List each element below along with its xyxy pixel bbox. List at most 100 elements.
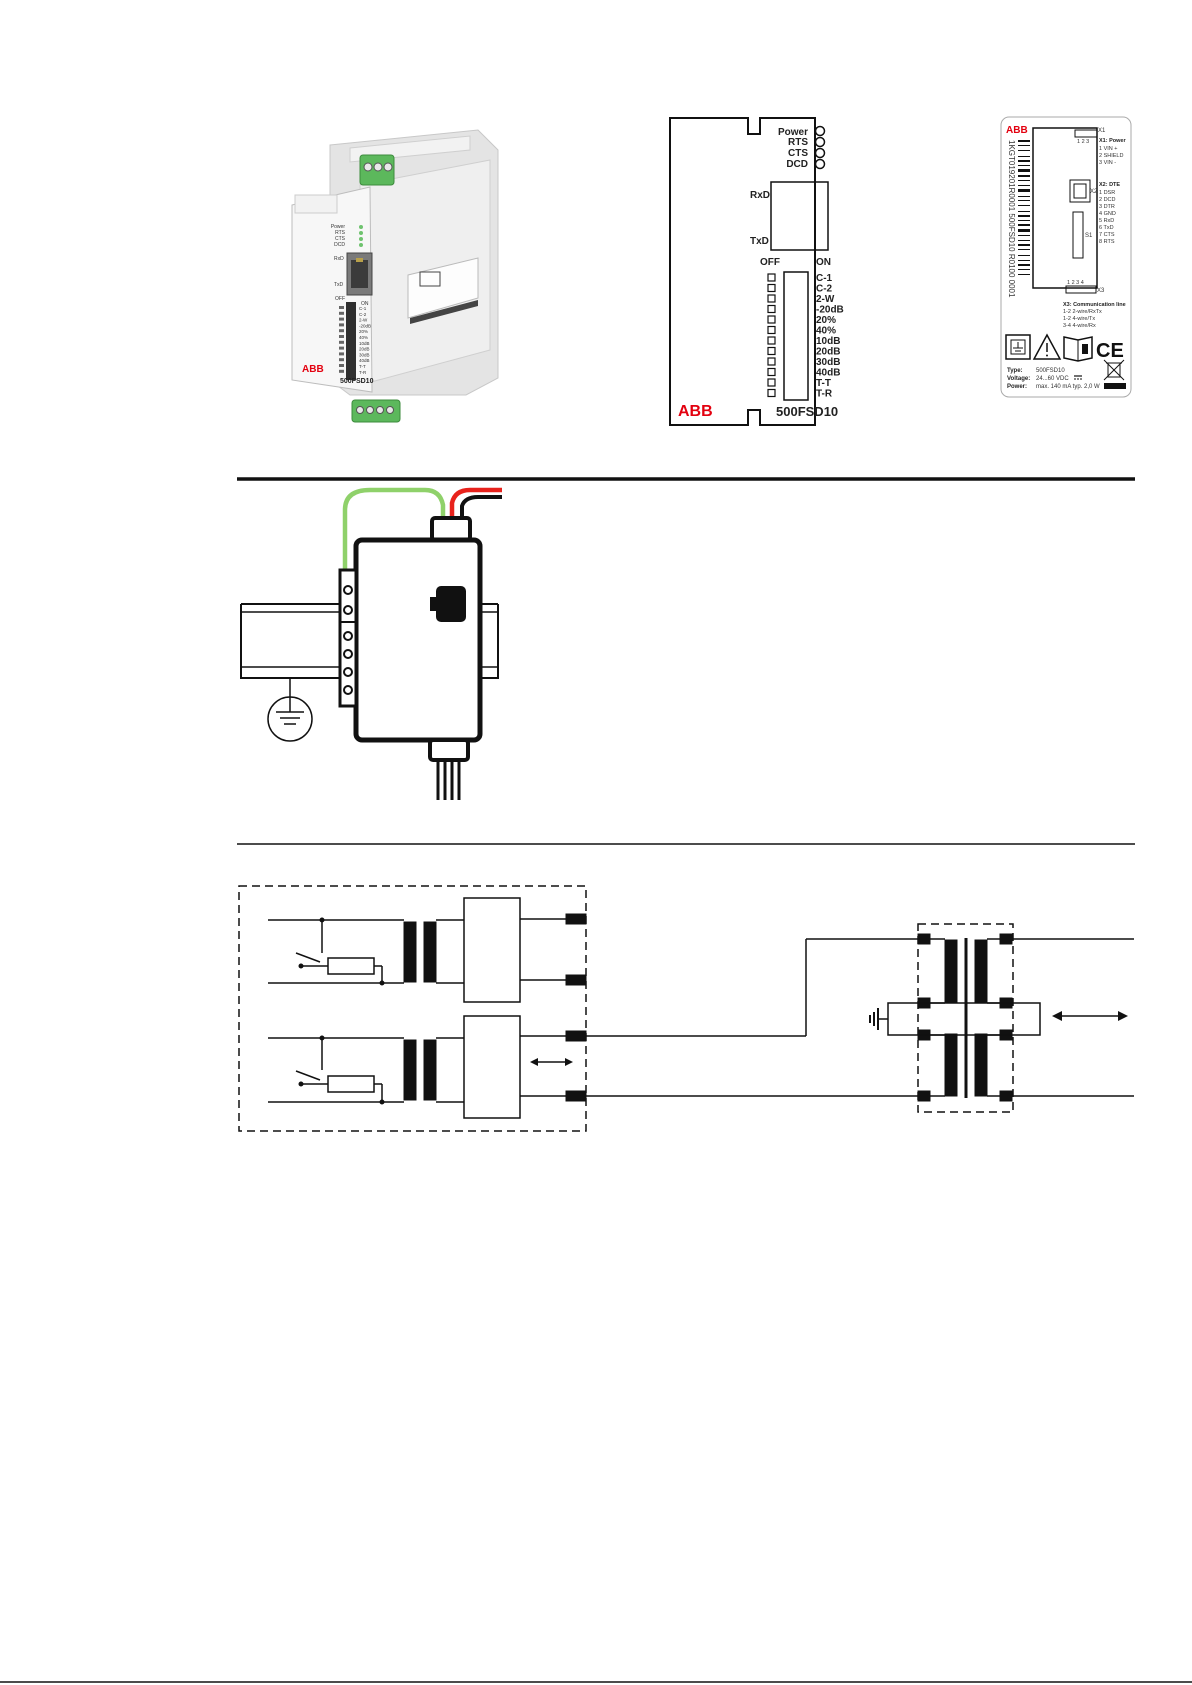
svg-text:Type:: Type: [1007,368,1023,374]
svg-text:RxD: RxD [750,190,770,201]
x2-pin-label: 2 DCD [1099,197,1116,203]
barcode-bar [1018,156,1030,157]
photo-switch-lever [339,335,344,338]
photo-switch-label: 20% [359,329,368,334]
barcode-bar [1018,185,1030,186]
photo-switch-label: T-R [359,370,367,375]
front-panel-switch-box [767,325,776,335]
svg-text:max. 140 mA typ. 2,0 W: max. 140 mA typ. 2,0 W [1036,384,1100,390]
photo-switch-lever [339,306,344,309]
svg-text:OFF: OFF [335,296,345,302]
photo-switch-label: C-2 [359,312,367,317]
barcode-bar [1018,211,1030,212]
svg-text:TxD: TxD [334,282,344,288]
front-panel-switch-box [767,304,776,314]
svg-text:Power: Power [331,224,346,230]
photo-switch-label: 30dB [359,352,370,357]
line-transformer-boundary [917,923,1014,1113]
front-panel-switch-label: C-2 [816,284,833,295]
warning-triangle-icon [1032,333,1062,360]
photo-switch-label: -20dB [359,323,371,328]
module-housing [353,537,483,743]
barcode-bar [1018,224,1030,226]
svg-text:X3: X3 [1097,288,1105,294]
photo-switch-lever [339,311,344,315]
photo-switch-lever [339,358,344,362]
photo-switch-lever [339,364,344,367]
front-panel-model: 500FSD10 [776,404,838,419]
svg-text:ON: ON [816,257,831,268]
front-panel-switch-box [767,315,776,324]
barcode-bar [1018,240,1030,241]
barcode-bar [1018,180,1030,181]
barcode-bar [1018,196,1030,197]
svg-text:1 VIN +: 1 VIN + [1099,146,1118,152]
barcode-bar [1018,169,1030,172]
svg-text:OFF: OFF [760,257,780,268]
front-panel-switch-label: 30dB [816,357,840,368]
ce-mark-icon: CE [1096,340,1124,362]
photo-switch-label: T-T [359,364,366,369]
front-panel-switch-label: C-1 [816,273,833,284]
photo-switch-lever [339,346,344,350]
front-panel-switch-label: 10dB [816,336,840,347]
photo-switch-lever [339,352,344,356]
svg-text:X1: X1 [1098,128,1106,134]
front-panel-switch-label: -20dB [816,305,844,316]
front-panel-switch-label: 20dB [816,347,840,358]
barcode-bar [1018,150,1030,151]
barcode-bar [1018,274,1030,275]
svg-text:Power:: Power: [1007,384,1027,390]
side-label-drawing: ABB 1KGT019201R0001 500FSD10 R0100 0001 … [1000,116,1132,398]
resistor-upper [327,957,375,975]
front-panel-switch-label: T-R [816,389,833,400]
photo-switch-label: 20dB [359,347,370,352]
x2-pin-label: 3 DTR [1099,204,1115,210]
photo-dip-switches: OFF ON C-1C-22-W-20dB20%40%10dB20dB30dB4… [335,296,371,380]
barcode-bar [1018,145,1030,146]
shield-wire-green [342,487,446,570]
svg-text:S1: S1 [1085,233,1093,239]
svg-text:Voltage:: Voltage: [1007,376,1030,382]
front-panel-switch-label: 40% [816,326,836,337]
front-panel-abb-logo: ABB [678,403,713,420]
front-panel-switch-box [767,367,776,377]
svg-text:1 2 3: 1 2 3 [1077,139,1089,145]
svg-text:DCD: DCD [334,242,345,248]
transformer-lower-left-winding [403,1039,417,1101]
rx-block [463,1015,521,1119]
side-label-serial: 1KGT019201R0001 500FSD10 R0100 0001 [1007,140,1016,298]
front-panel-leds: Power RTS CTS DCD [778,125,826,170]
svg-text:X1: Power: X1: Power [1099,138,1126,144]
svg-text:3-4 4-wire/Rx: 3-4 4-wire/Rx [1063,323,1096,329]
photo-switch-lever [339,323,344,327]
tx-block [463,897,521,1003]
svg-text:1 2 3 4: 1 2 3 4 [1067,280,1084,286]
barcode-bar [1018,140,1030,142]
side-label-abb-logo: ABB [1006,125,1028,136]
line-transformer-lower-right [974,1033,988,1097]
power-wire-red [449,487,502,520]
svg-text:CTS: CTS [335,236,346,242]
resistor-lower [327,1075,375,1093]
front-panel-switch-box [767,346,776,356]
front-panel-switch-box [767,294,776,303]
front-panel-switch-label: 2-W [816,294,835,305]
protective-earth-icon [1005,334,1031,360]
front-panel-switch-box [767,357,776,366]
svg-text:RTS: RTS [788,137,808,148]
line-interface-schematic [238,885,1134,1132]
svg-text:X2: X2 [1090,189,1098,195]
barcode-bar [1018,260,1030,261]
barcode-bar [1018,255,1030,256]
photo-switch-label: 10dB [359,341,370,346]
barcode-bar [1018,220,1030,221]
photo-status-leds: Power RTS CTS DCD [331,224,363,248]
transformer-upper-right-winding [423,921,437,983]
front-panel-switch-bank [783,271,809,401]
x2-pin-label: 4 GND [1099,211,1116,217]
front-panel-rj45-port [770,181,829,251]
front-panel-drawing: Power RTS CTS DCD RxD TxD OFF ON C-1C-22… [669,117,844,426]
svg-text:500FSD10: 500FSD10 [1036,368,1065,374]
